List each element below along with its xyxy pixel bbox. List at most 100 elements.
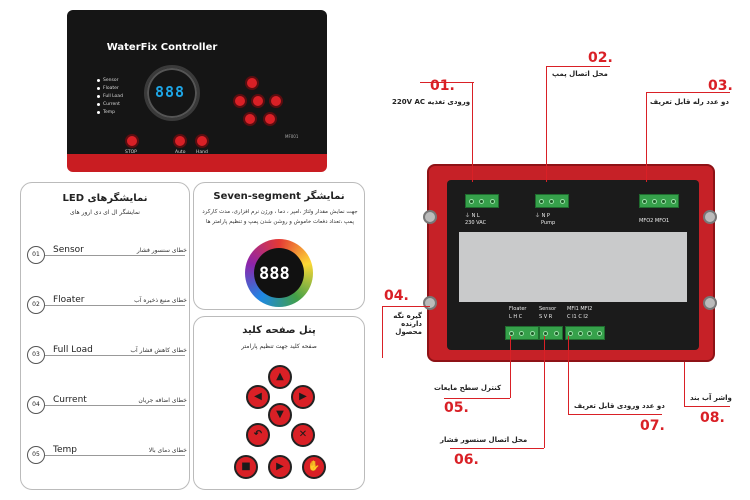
- panel-cancel-button[interactable]: [263, 112, 277, 126]
- floater-pins-label: L H C: [509, 314, 523, 320]
- callout-03-line: [646, 92, 730, 93]
- callout-04-line-v: [382, 306, 383, 358]
- sensor-terminal: [539, 326, 563, 340]
- up-arrow-button[interactable]: ▲: [268, 365, 292, 389]
- item-number: 03: [27, 346, 45, 364]
- callout-03-text: دو عدد رله قابل تعریف: [650, 98, 729, 106]
- key-card-subtitle: صفحه کلید جهت تنظیم پارامتر: [241, 343, 317, 350]
- keypad-card: پنل صفحه کلید صفحه کلید جهت تنظیم پارامت…: [193, 316, 365, 490]
- callout-08-line: [684, 406, 730, 407]
- callout-01-line-v: [472, 82, 473, 182]
- led-item: 01 Sensor خطای سنسور فشار: [27, 241, 187, 271]
- callout-04-line: [382, 306, 430, 307]
- panel-back-button[interactable]: [243, 112, 257, 126]
- mfi-terminal: [565, 326, 605, 340]
- divider: [45, 405, 185, 406]
- led-sensor: Sensor: [97, 78, 118, 83]
- down-arrow-button[interactable]: ▼: [268, 403, 292, 427]
- display-illustration: 888: [241, 239, 319, 307]
- sensor-label: Sensor: [539, 306, 557, 312]
- item-english: Temp: [51, 445, 79, 455]
- led-indicators-card: نمایشگرهای LED نمایشگر ال ای دی ارور های…: [20, 182, 190, 490]
- divider: [45, 355, 185, 356]
- seven-segment-card: نمایشگر Seven-segment جهت نمایش مقدار ول…: [193, 182, 365, 310]
- item-english: Full Load: [51, 345, 95, 355]
- item-number: 01: [27, 246, 45, 264]
- item-number: 05: [27, 446, 45, 464]
- callout-02-line-v: [546, 66, 547, 182]
- back-inner-plate: ⏚ N L 230 VAC ⏚ N P Pump MFO2 MFO1 Float…: [447, 180, 699, 350]
- panel-title: WaterFix Controller: [106, 42, 218, 53]
- screw-left-bottom: [423, 296, 437, 310]
- screw-right-bottom: [703, 296, 717, 310]
- callout-02-text: محل اتصال پمپ: [552, 70, 608, 78]
- sensor-pins-label: S V R: [539, 314, 553, 320]
- right-arrow-button[interactable]: ▶: [291, 385, 315, 409]
- callout-04-text: گیره نگه دارنده محصول: [393, 312, 422, 336]
- callout-08-text: واشر آب بند: [690, 394, 732, 402]
- hand-button[interactable]: [195, 134, 209, 148]
- panel-center-button[interactable]: [251, 94, 265, 108]
- left-arrow-button[interactable]: ◀: [246, 385, 270, 409]
- item-persian: خطای سنسور فشار: [111, 247, 187, 254]
- stop-button[interactable]: ■: [234, 455, 258, 479]
- relay-label: MFO2 MFO1: [639, 218, 670, 224]
- item-persian: خطای منبع ذخیره آب: [111, 297, 187, 304]
- callout-05-line-v: [510, 336, 511, 398]
- callout-03-number: 03.: [708, 78, 733, 94]
- callout-07-line: [568, 414, 662, 415]
- power-terminal: [465, 194, 499, 208]
- led-card-title: نمایشگرهای LED: [62, 193, 148, 204]
- hand-button[interactable]: ✋: [302, 455, 326, 479]
- led-item: 05 Temp خطای دمای بالا: [27, 441, 187, 471]
- callout-01-line: [420, 82, 474, 83]
- auto-button[interactable]: [173, 134, 187, 148]
- callout-01-number: 01.: [430, 78, 455, 94]
- power-label: 230 VAC: [465, 220, 487, 226]
- mfi-label: MFI1 MFI2: [567, 306, 593, 312]
- front-panel-image: WaterFix Controller Sensor Floater Full …: [67, 10, 327, 172]
- callout-06-number: 06.: [454, 452, 479, 468]
- led-item: 04 Current خطای اضافه جریان: [27, 391, 187, 421]
- cancel-button[interactable]: ✕: [291, 423, 315, 447]
- relay-terminal: [639, 194, 679, 208]
- callout-07-text: دو عدد ورودی قابل تعریف: [574, 402, 665, 410]
- item-number: 02: [27, 296, 45, 314]
- pump-pins-label: ⏚ N P: [535, 213, 550, 219]
- display-digits: 888: [259, 264, 290, 284]
- floater-label: Floater: [509, 306, 527, 312]
- back-button[interactable]: ↶: [246, 423, 270, 447]
- callout-07-number: 07.: [640, 418, 665, 434]
- led-floater: Floater: [97, 86, 119, 91]
- display-ring: [144, 65, 200, 121]
- callout-02-number: 02.: [588, 50, 613, 66]
- item-english: Floater: [51, 295, 87, 305]
- callout-08-line-v: [684, 362, 685, 406]
- item-persian: خطای دمای بالا: [111, 447, 187, 454]
- back-label-area: [459, 232, 687, 302]
- panel-up-button[interactable]: [245, 76, 259, 90]
- item-persian: خطای کاهش فشار آب: [111, 347, 187, 354]
- panel-right-button[interactable]: [269, 94, 283, 108]
- divider: [45, 255, 185, 256]
- pump-label: Pump: [541, 220, 556, 226]
- led-current: Current: [97, 102, 120, 107]
- model-label: MF001: [285, 134, 299, 139]
- panel-seven-segment: 888: [155, 83, 186, 101]
- screw-left-top: [423, 210, 437, 224]
- panel-left-button[interactable]: [233, 94, 247, 108]
- callout-03-line-v: [646, 92, 647, 182]
- led-item: 03 Full Load خطای کاهش فشار آب: [27, 341, 187, 371]
- display-face: [254, 248, 304, 298]
- callout-05-text: کنترل سطح مایعات: [434, 384, 502, 392]
- callout-06-line-v: [544, 336, 545, 448]
- auto-label: Auto: [175, 150, 186, 155]
- play-button[interactable]: ▶: [268, 455, 292, 479]
- callout-07-line-v: [568, 336, 569, 414]
- led-full-load: Full Load: [97, 94, 123, 99]
- callout-05-line: [444, 398, 510, 399]
- floater-terminal: [505, 326, 539, 340]
- callout-05-number: 05.: [444, 400, 469, 416]
- stop-button[interactable]: [125, 134, 139, 148]
- mfi-pins-label: C I1 C I2: [567, 314, 589, 320]
